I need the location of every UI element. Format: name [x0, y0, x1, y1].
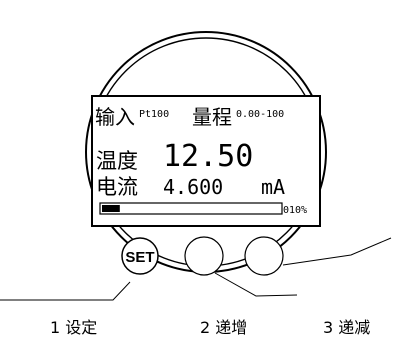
- current-value: 4.600: [163, 175, 223, 199]
- leader-line-decrement: [282, 237, 392, 266]
- progress-bar-fill: [102, 205, 120, 212]
- progress-bar-frame: [99, 202, 283, 215]
- legend-increment: 2 递增: [200, 318, 247, 337]
- legend-set: 1 设定: [50, 318, 97, 337]
- set-button-label: SET: [125, 249, 154, 266]
- input-label: 输入: [95, 105, 135, 129]
- input-value: Pt100: [139, 109, 169, 120]
- range-label: 量程: [192, 105, 232, 129]
- temperature-label: 温度: [96, 149, 138, 173]
- legend-decrement: 3 递减: [323, 318, 370, 337]
- decrement-button[interactable]: [244, 236, 284, 276]
- leader-line-increment: [214, 272, 298, 297]
- progress-percent-text: 010%: [283, 205, 307, 216]
- leader-line-set: [0, 281, 131, 301]
- temperature-value: 12.50: [163, 139, 253, 174]
- current-label: 电流: [96, 175, 138, 199]
- range-value: 0.00-100: [236, 109, 284, 120]
- set-button[interactable]: [121, 237, 159, 275]
- increment-button[interactable]: [184, 236, 224, 276]
- current-unit: mA: [261, 175, 285, 199]
